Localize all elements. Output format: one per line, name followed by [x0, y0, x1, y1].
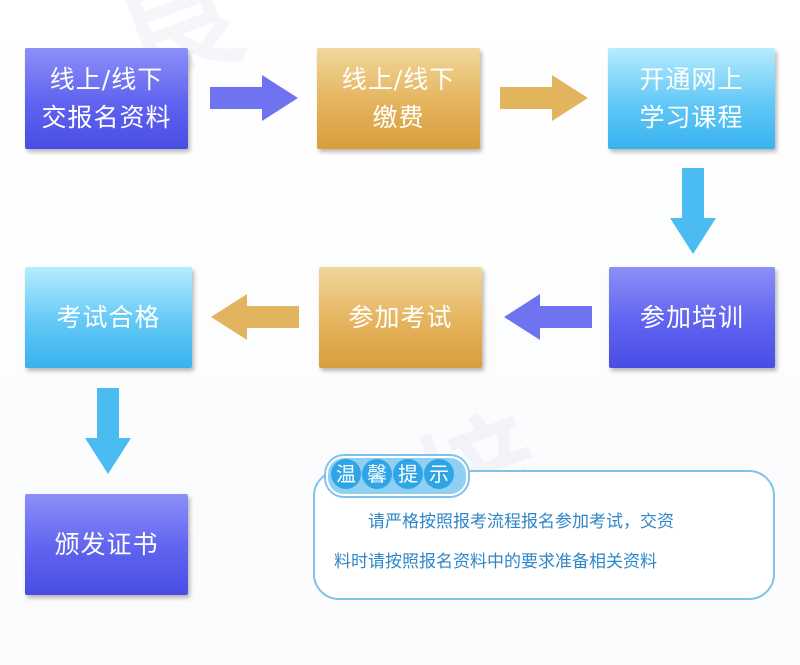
step-exam-label: 参加考试	[348, 302, 453, 332]
step-pay-line1: 线上/线下	[341, 64, 456, 94]
step-apply-line2: 交报名资料	[41, 102, 172, 132]
step-pass-label: 考试合格	[56, 302, 161, 332]
tip-title-char: 馨	[362, 459, 392, 489]
arrow-left-icon	[211, 294, 299, 340]
tip-title-char: 提	[393, 459, 423, 489]
arrow-down-icon	[85, 388, 131, 474]
step-pay: 线上/线下 缴费	[317, 48, 480, 149]
step-train-label: 参加培训	[639, 302, 744, 332]
step-apply: 线上/线下 交报名资料	[25, 48, 188, 149]
step-pass: 考试合格	[25, 267, 192, 368]
step-cert-label: 颁发证书	[54, 529, 159, 559]
step-pay-line2: 缴费	[372, 102, 425, 132]
arrow-right-icon	[500, 75, 588, 121]
step-course-line2: 学习课程	[639, 102, 744, 132]
step-cert: 颁发证书	[25, 494, 188, 595]
tip-title-char: 示	[424, 459, 454, 489]
tip-text-line1: 请严格按照报考流程报名参加考试，交资	[368, 512, 674, 532]
tip-text-line2: 料时请按照报名资料中的要求准备相关资料	[334, 552, 657, 572]
step-course: 开通网上 学习课程	[608, 48, 775, 149]
arrow-right-icon	[210, 75, 298, 121]
tip-title-char: 温	[331, 459, 361, 489]
arrow-down-icon	[670, 168, 716, 254]
step-course-line1: 开通网上	[639, 64, 744, 94]
step-exam: 参加考试	[319, 267, 482, 368]
step-train: 参加培训	[609, 267, 775, 368]
step-apply-line1: 线上/线下	[49, 64, 164, 94]
arrow-left-icon	[504, 294, 592, 340]
